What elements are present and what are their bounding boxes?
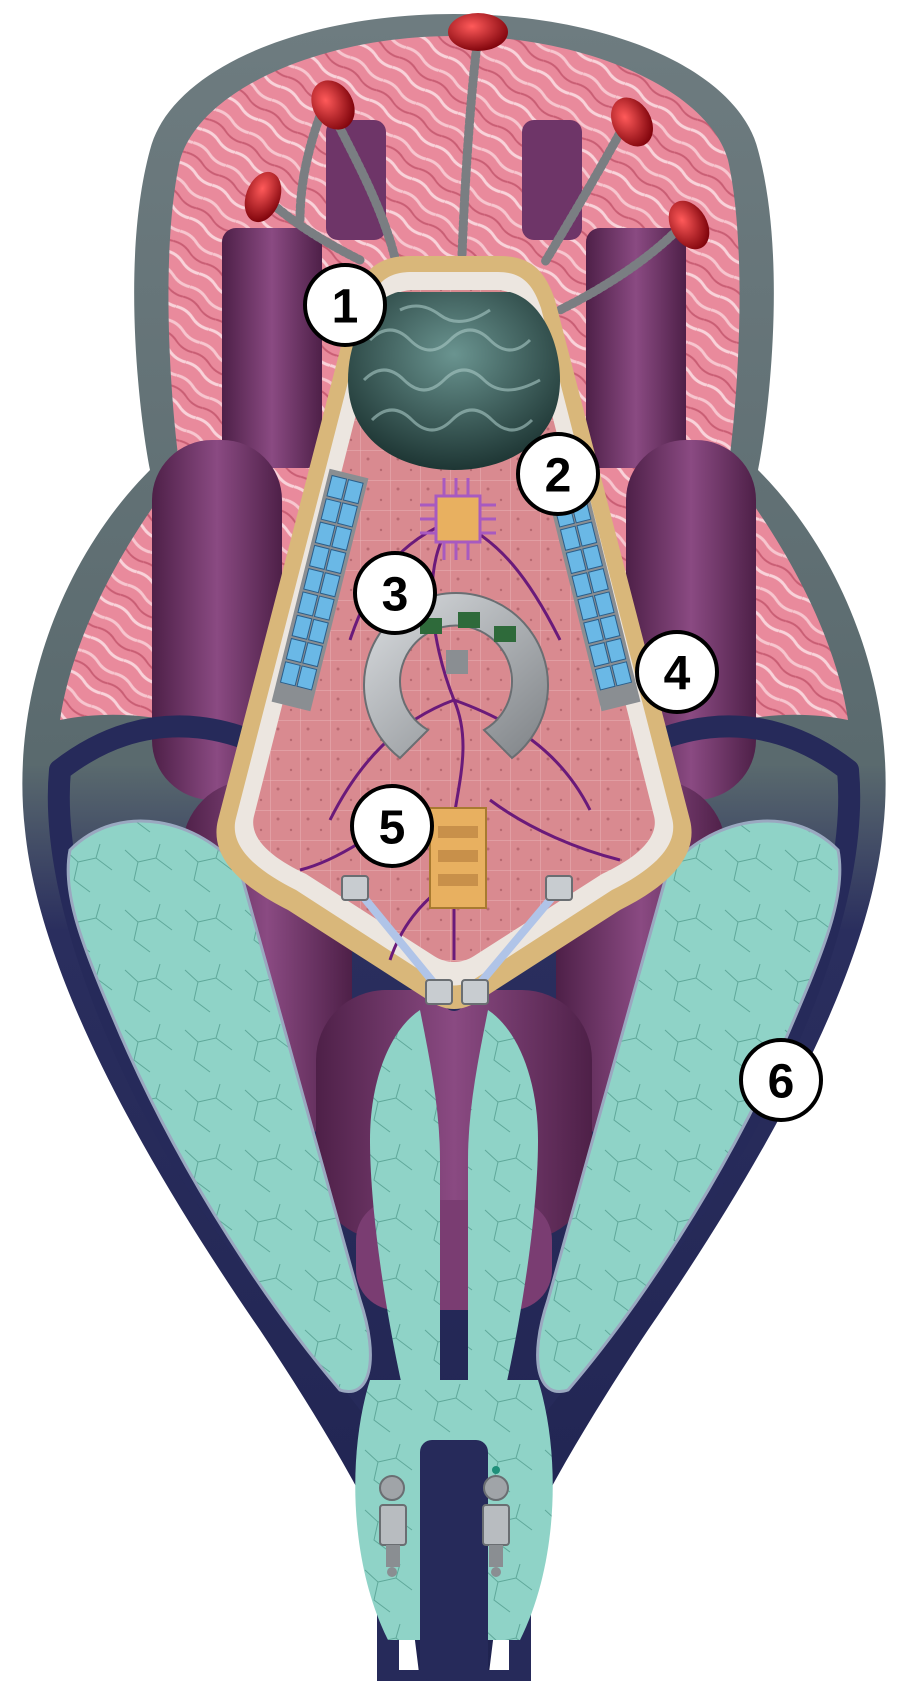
spine-channel	[420, 1440, 488, 1681]
callout-2-number: 2	[545, 450, 572, 503]
callout-1: 1	[305, 265, 385, 345]
callout-2: 2	[518, 434, 598, 514]
callout-3-number: 3	[382, 569, 409, 622]
callout-5: 5	[352, 786, 432, 866]
ladder-module-icon	[430, 808, 486, 908]
callout-1-number: 1	[332, 281, 359, 334]
callout-6-number: 6	[768, 1056, 795, 1109]
callout-6: 6	[741, 1040, 821, 1120]
callout-4-number: 4	[664, 648, 691, 701]
callout-5-number: 5	[379, 802, 406, 855]
callout-3: 3	[355, 553, 435, 633]
callout-4: 4	[637, 632, 717, 712]
